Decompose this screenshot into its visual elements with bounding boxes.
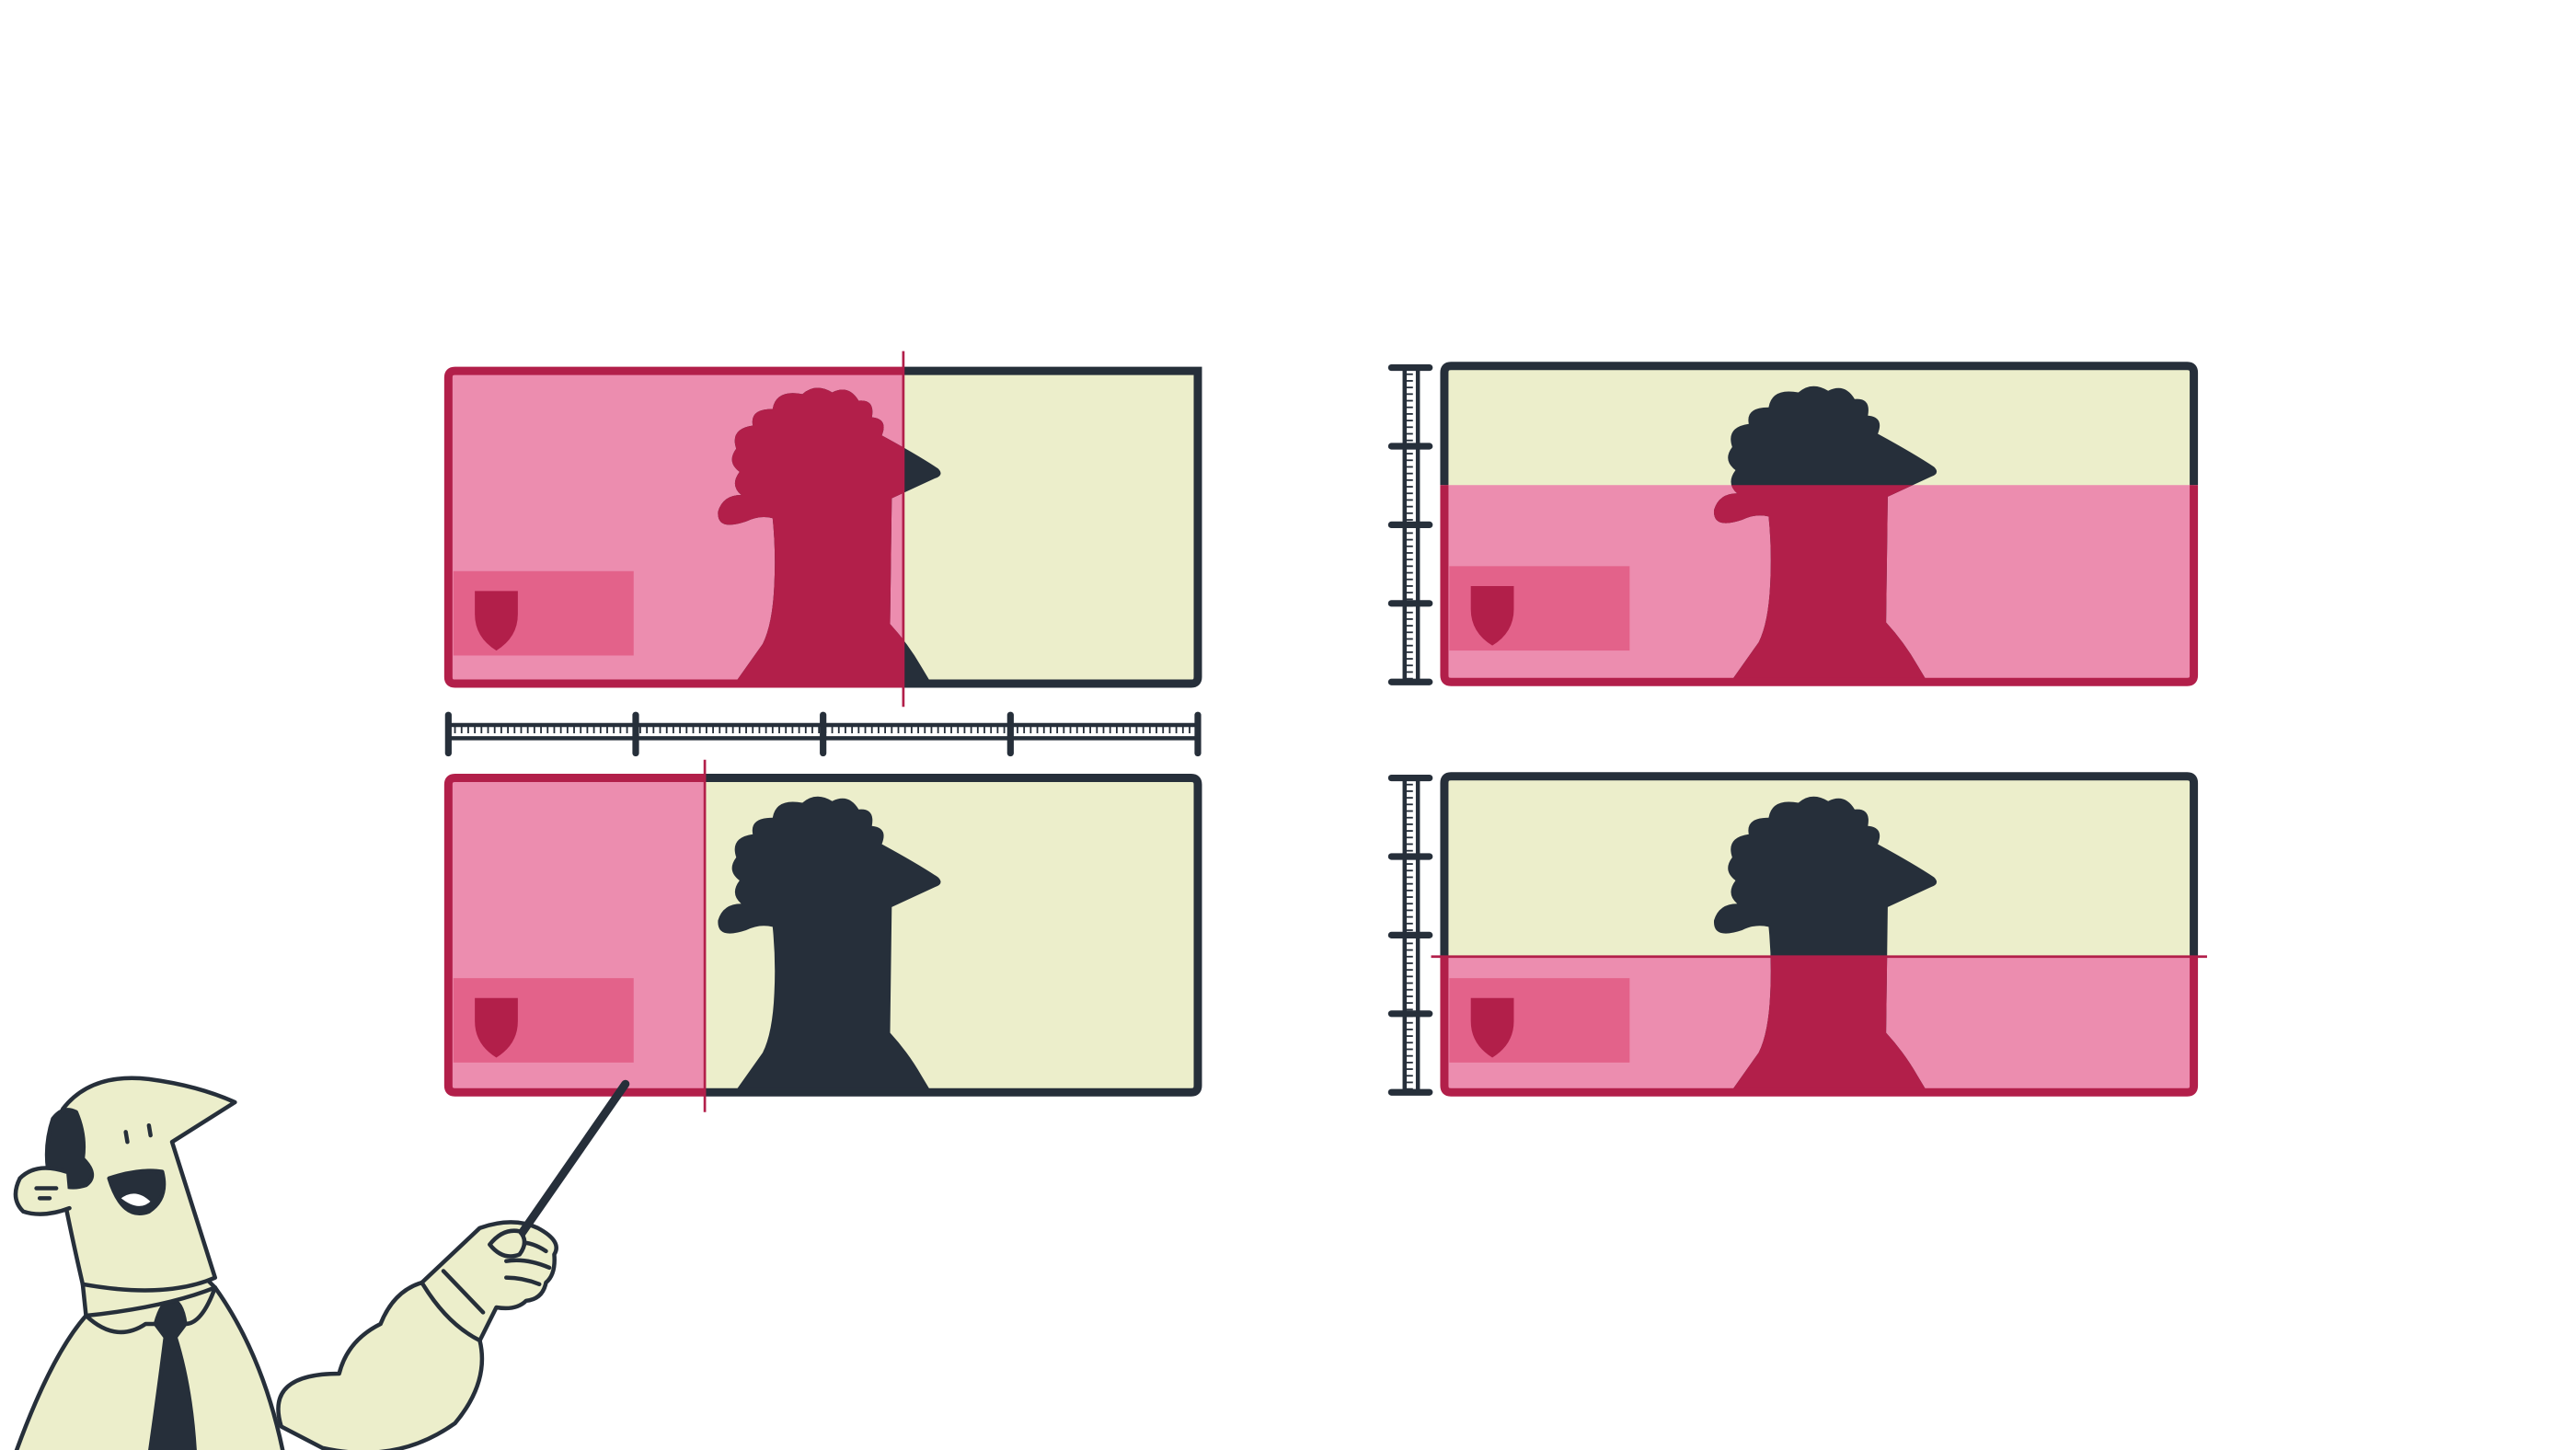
vertical-ruler-bottom bbox=[1387, 774, 1433, 1096]
banknote-panel-vertical-small bbox=[1431, 772, 2207, 1097]
banknote-panel-vertical-large bbox=[1440, 362, 2199, 686]
presenter-character-icon bbox=[13, 1076, 630, 1450]
pointer-stick-icon bbox=[512, 1079, 630, 1246]
horizontal-ruler bbox=[444, 711, 1202, 757]
banknote-panel-horizontal-large bbox=[443, 351, 1202, 708]
vertical-ruler-top bbox=[1387, 363, 1433, 685]
banknote-panel-horizontal-small bbox=[443, 759, 1202, 1112]
